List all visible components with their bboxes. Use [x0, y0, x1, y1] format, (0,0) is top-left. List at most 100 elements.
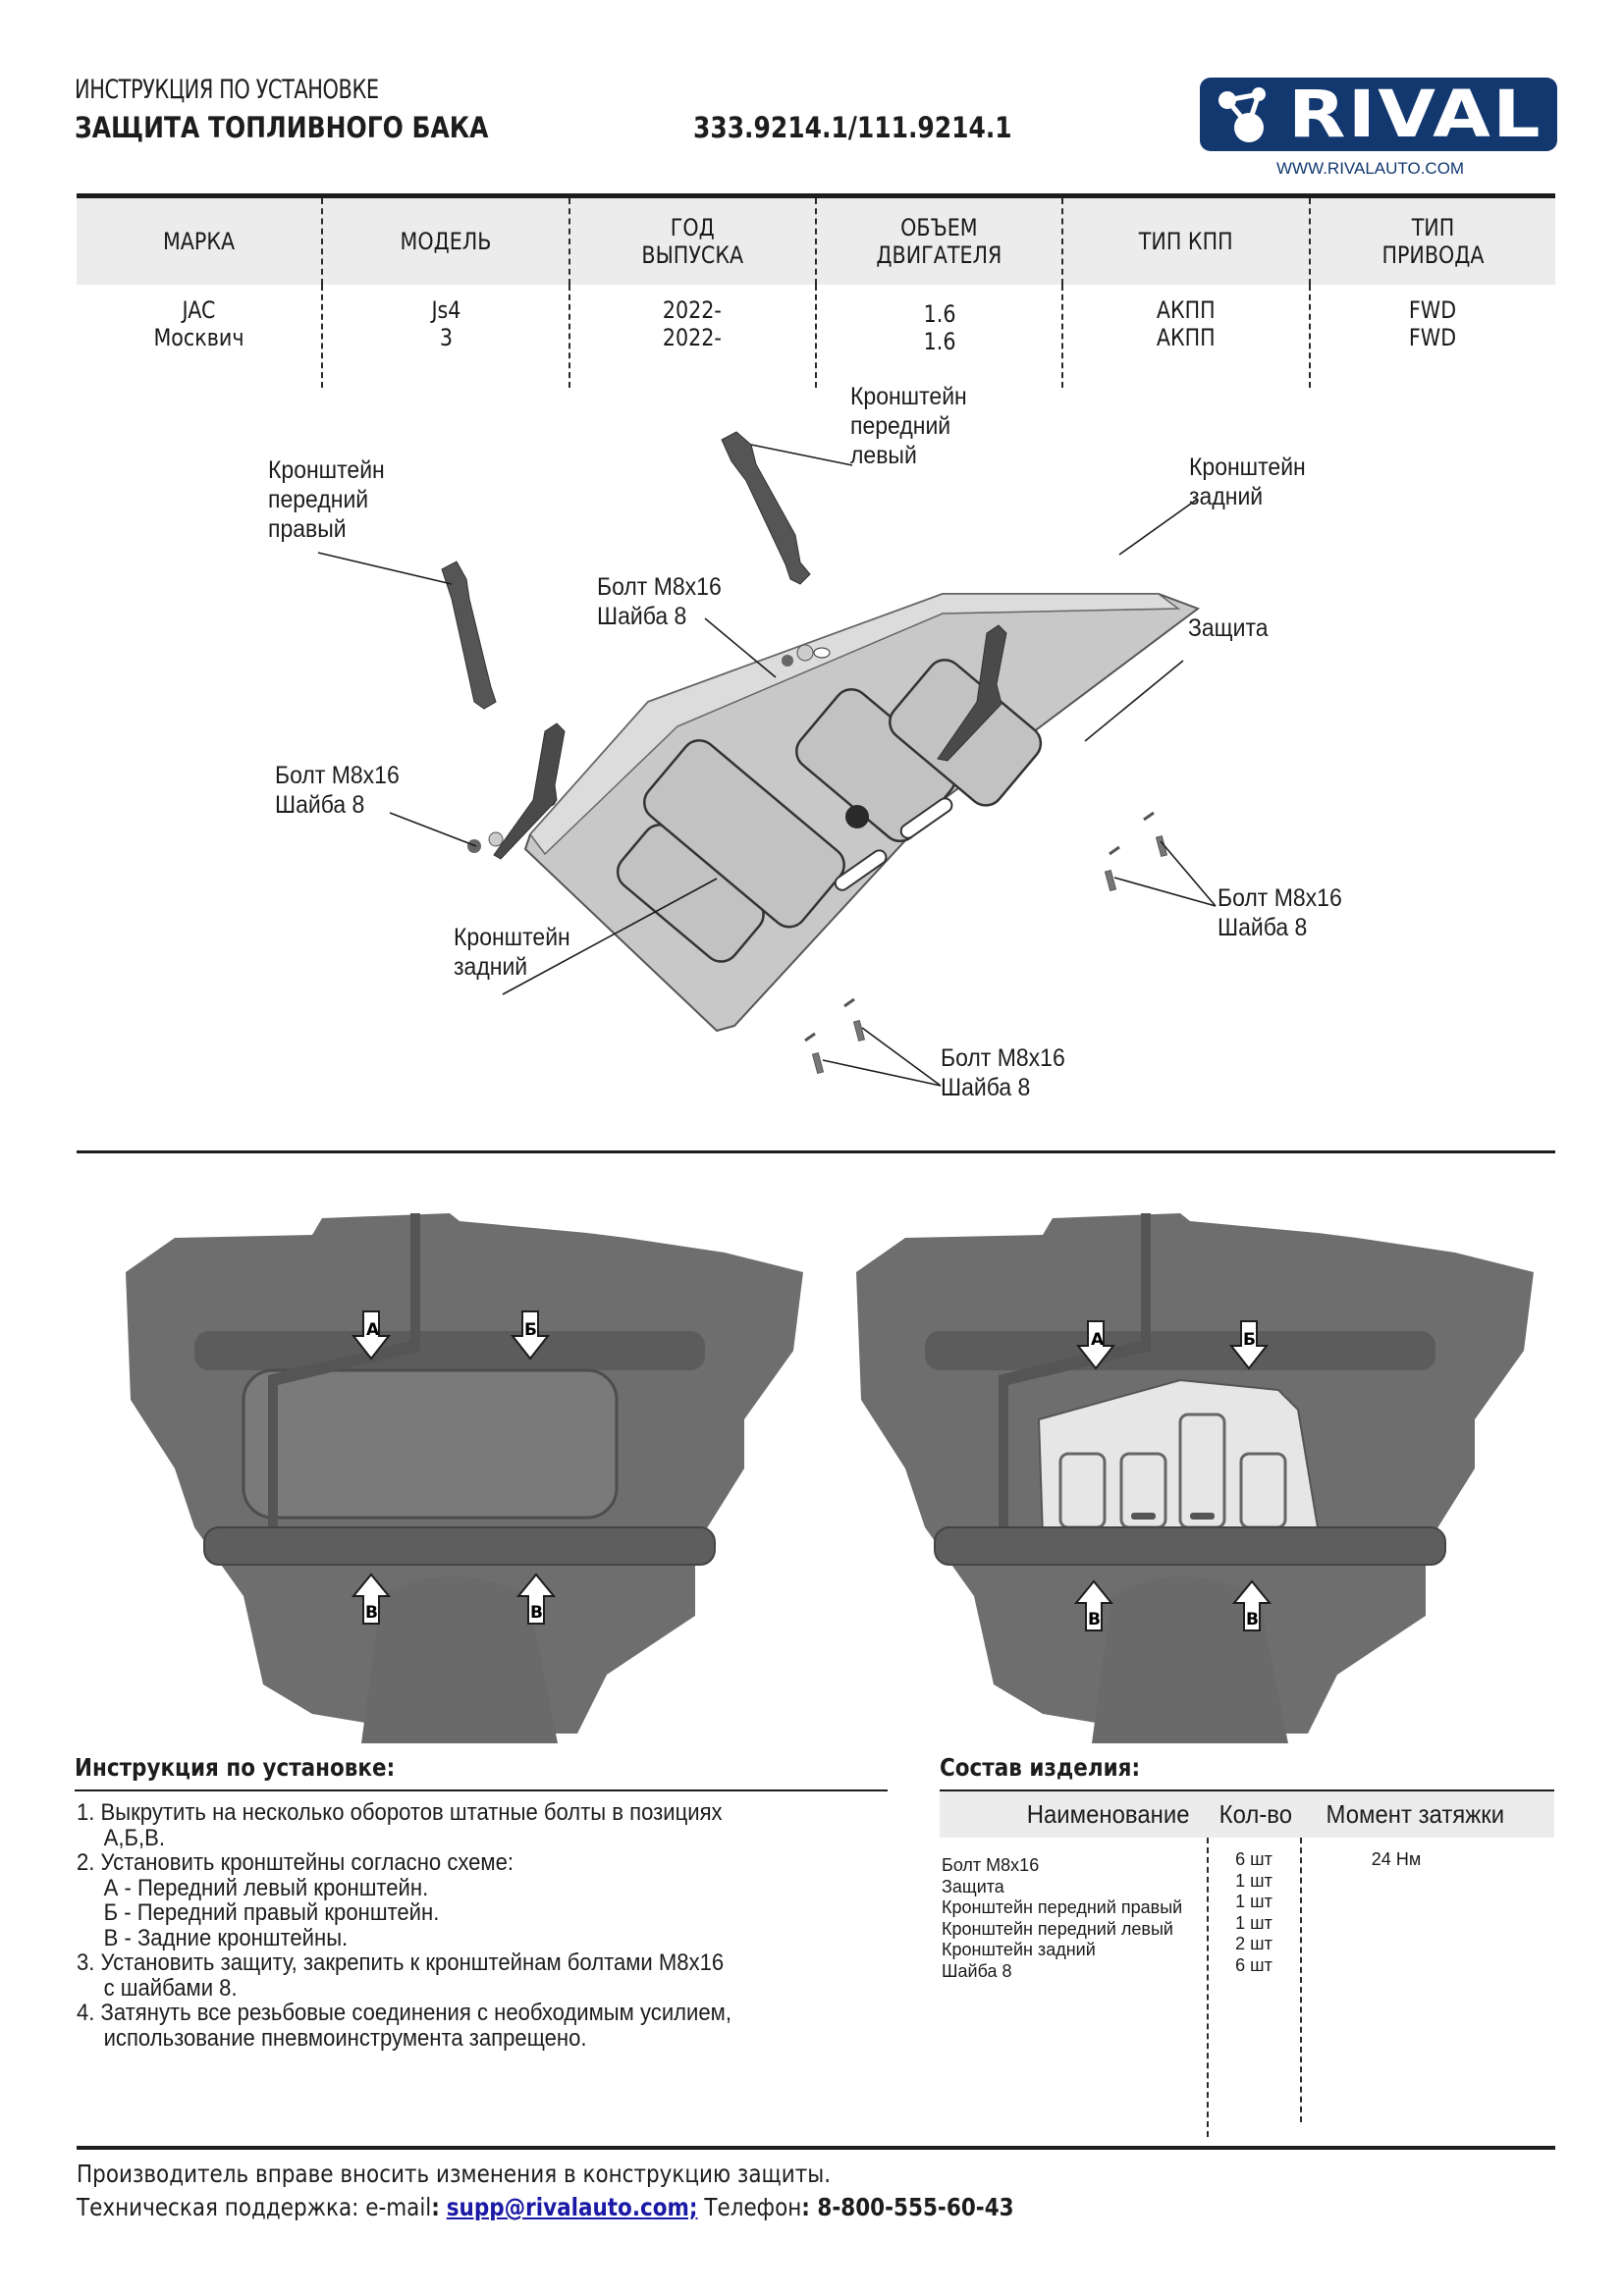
col-header-qty: Кол-во: [1218, 1799, 1292, 1829]
part-codes: 333.9214.1/111.9214.1: [693, 111, 1012, 144]
column-divider: [1207, 1838, 1209, 2137]
arrow-b: [1228, 1320, 1270, 1370]
col-header-year: ГОД ВЫПУСКА: [568, 198, 815, 285]
cell-model: Js4 3: [321, 285, 568, 388]
cell-drive: FWD FWD: [1308, 285, 1555, 388]
quantity-value: 1 шт: [1235, 1892, 1272, 1911]
arrow-label-b: Б: [524, 1320, 537, 1340]
support-label: Техническая поддержка: e-mail: [77, 2193, 432, 2221]
doc-subtitle: ИНСТРУКЦИЯ ПО УСТАНОВКЕ: [75, 75, 379, 105]
table-top-rule: [77, 193, 1555, 198]
arrow-v-right: [515, 1573, 557, 1625]
support-email-link[interactable]: supp@rivalauto.com;: [446, 2193, 698, 2221]
support-phone: : 8-800-555-60-43: [801, 2193, 1014, 2221]
diagram-drawing: [317, 431, 1217, 1087]
underbody-after-drawing: А Б В В: [856, 1213, 1534, 1743]
table-header-row: МАРКА МОДЕЛЬ ГОД ВЫПУСКА ОБЪЕМ ДВИГАТЕЛЯ…: [77, 198, 1555, 285]
guard-plate: [523, 593, 1201, 1033]
instruction-step-2-b: Б - Передний правый кронштейн.: [103, 1899, 440, 1926]
composition-table: Болт М8х16 Защита Кронштейн передний пра…: [940, 1838, 1554, 2137]
section-divider: [77, 1150, 1555, 1153]
callout-bracket-front-left: Кронштейн передний левый: [850, 383, 967, 469]
manufacturer-note: Производитель вправе вносить изменения в…: [77, 2160, 832, 2188]
instruction-step-2-v: В - Задние кронштейны.: [103, 1924, 349, 1951]
list-item: Кронштейн задний: [942, 1940, 1096, 1959]
doc-title: ЗАЩИТА ТОПЛИВНОГО БАКА: [75, 111, 489, 144]
arrow-label-a: А: [1091, 1330, 1105, 1350]
arrow-v-left: [1073, 1579, 1114, 1631]
rival-logo: RIVAL: [1200, 78, 1557, 151]
support-contacts: Техническая поддержка: e-mail: supp@riva…: [77, 2193, 1014, 2221]
quantity-value: 6 шт: [1235, 1849, 1272, 1869]
leader-lines: [317, 444, 1217, 1087]
col-header-name: Наименование: [1026, 1799, 1190, 1829]
arrow-b: [510, 1310, 551, 1361]
list-item: Шайба 8: [942, 1960, 1012, 1981]
item-names: Болт М8х16 Защита Кронштейн передний пра…: [942, 1855, 1182, 1982]
instruction-step-1: 1. Выкрутить на несколько оборотов штатн…: [77, 1799, 723, 1826]
cell-make: JAC Москвич: [153, 296, 244, 351]
arrow-a: [1075, 1320, 1116, 1370]
callout-bolt-top: Болт М8х16 Шайба 8: [597, 573, 722, 630]
callout-bracket-rear-bottom: Кронштейн задний: [454, 924, 570, 981]
callout-bracket-rear-top: Кронштейн задний: [1189, 454, 1306, 510]
item-quantities: 6 шт 1 шт 1 шт 1 шт 2 шт 6 шт: [1219, 1849, 1288, 1976]
torque-value: 24 Нм: [1371, 1849, 1422, 1869]
underbody-photo-before: А Б В В: [116, 1213, 842, 1743]
callout-bolt-left: Болт М8х16 Шайба 8: [275, 762, 400, 819]
list-item: Болт М8х16: [942, 1855, 1040, 1875]
arrow-label-a: А: [366, 1320, 380, 1340]
bolts-right: [1104, 811, 1168, 892]
arrow-v-left: [351, 1573, 392, 1625]
phone-label: Телефон: [697, 2193, 802, 2221]
arrow-label-v-left: В: [1088, 1610, 1101, 1629]
footer-rule: [77, 2146, 1555, 2150]
col-header-gearbox: ТИП КПП: [1061, 198, 1308, 285]
cell-gearbox: АКПП АКПП: [1061, 285, 1308, 388]
cell-engine: 1.6 1.6: [814, 285, 1061, 388]
composition-header-row: Наименование Кол-во Момент затяжки: [940, 1791, 1554, 1838]
bracket-front-right: [441, 561, 497, 710]
callout-bracket-front-right: Кронштейн передний правый: [268, 456, 385, 543]
composition-heading: Состав изделия:: [940, 1753, 1141, 1782]
instruction-step-4: 4. Затянуть все резьбовые соединения с н…: [77, 2000, 731, 2026]
instructions-heading: Инструкция по установке:: [75, 1753, 396, 1782]
bolts-bottom: [804, 997, 866, 1075]
arrow-label-v-right: В: [1246, 1610, 1259, 1629]
instruction-step-4-cont: использование пневмоинструмента запрещен…: [103, 2024, 587, 2052]
col-header-drive: ТИП ПРИВОДА: [1308, 198, 1555, 285]
installed-guard: [1037, 1378, 1320, 1539]
molecule-icon: [1218, 86, 1266, 142]
vehicle-compatibility-table: МАРКА МОДЕЛЬ ГОД ВЫПУСКА ОБЪЕМ ДВИГАТЕЛЯ…: [77, 193, 1555, 388]
arrow-label-v-right: В: [530, 1603, 543, 1623]
table-row: JAC Москвич Js4 3 2022- 2022- 1.6 1.6 АК…: [77, 285, 1555, 388]
quantity-value: 1 шт: [1235, 1912, 1272, 1933]
col-header-model: МОДЕЛЬ: [321, 198, 568, 285]
column-divider: [1300, 1838, 1302, 2122]
bracket-rear-top: [937, 624, 1007, 762]
logo-website[interactable]: WWW.RIVALAUTO.COM: [1276, 159, 1465, 178]
instruction-step-1-cont: А,Б,В.: [103, 1824, 165, 1851]
arrow-v-right: [1231, 1579, 1272, 1631]
list-item: Кронштейн передний правый: [942, 1897, 1183, 1917]
col-header-make: МАРКА: [163, 228, 236, 255]
callout-bolt-bottom: Болт М8х16 Шайба 8: [941, 1044, 1065, 1101]
quantity-value: 2 шт: [1235, 1934, 1272, 1953]
instruction-step-3: 3. Установить защиту, закрепить к кроншт…: [77, 1949, 725, 1976]
underbody-photo-after: А Б В В: [846, 1213, 1573, 1743]
composition-rule: [940, 1789, 1554, 1791]
callout-bolt-right: Болт М8х16 Шайба 8: [1218, 884, 1342, 941]
list-item: Защита: [942, 1876, 1004, 1896]
cell-year: 2022- 2022-: [568, 285, 815, 388]
arrow-label-b: Б: [1243, 1330, 1256, 1350]
instructions-list: 1. Выкрутить на несколько оборотов штатн…: [77, 1800, 901, 2051]
quantity-value: 6 шт: [1235, 1954, 1272, 1975]
col-header-torque: Момент затяжки: [1326, 1799, 1505, 1829]
col-header-engine: ОБЪЕМ ДВИГАТЕЛЯ: [814, 198, 1061, 285]
instructions-rule: [75, 1789, 888, 1791]
colon: :: [431, 2193, 440, 2221]
arrow-a: [351, 1310, 392, 1361]
underbody-before-drawing: А Б В В: [126, 1213, 803, 1743]
arrow-label-v-left: В: [365, 1603, 378, 1623]
quantity-value: 1 шт: [1235, 1870, 1272, 1891]
